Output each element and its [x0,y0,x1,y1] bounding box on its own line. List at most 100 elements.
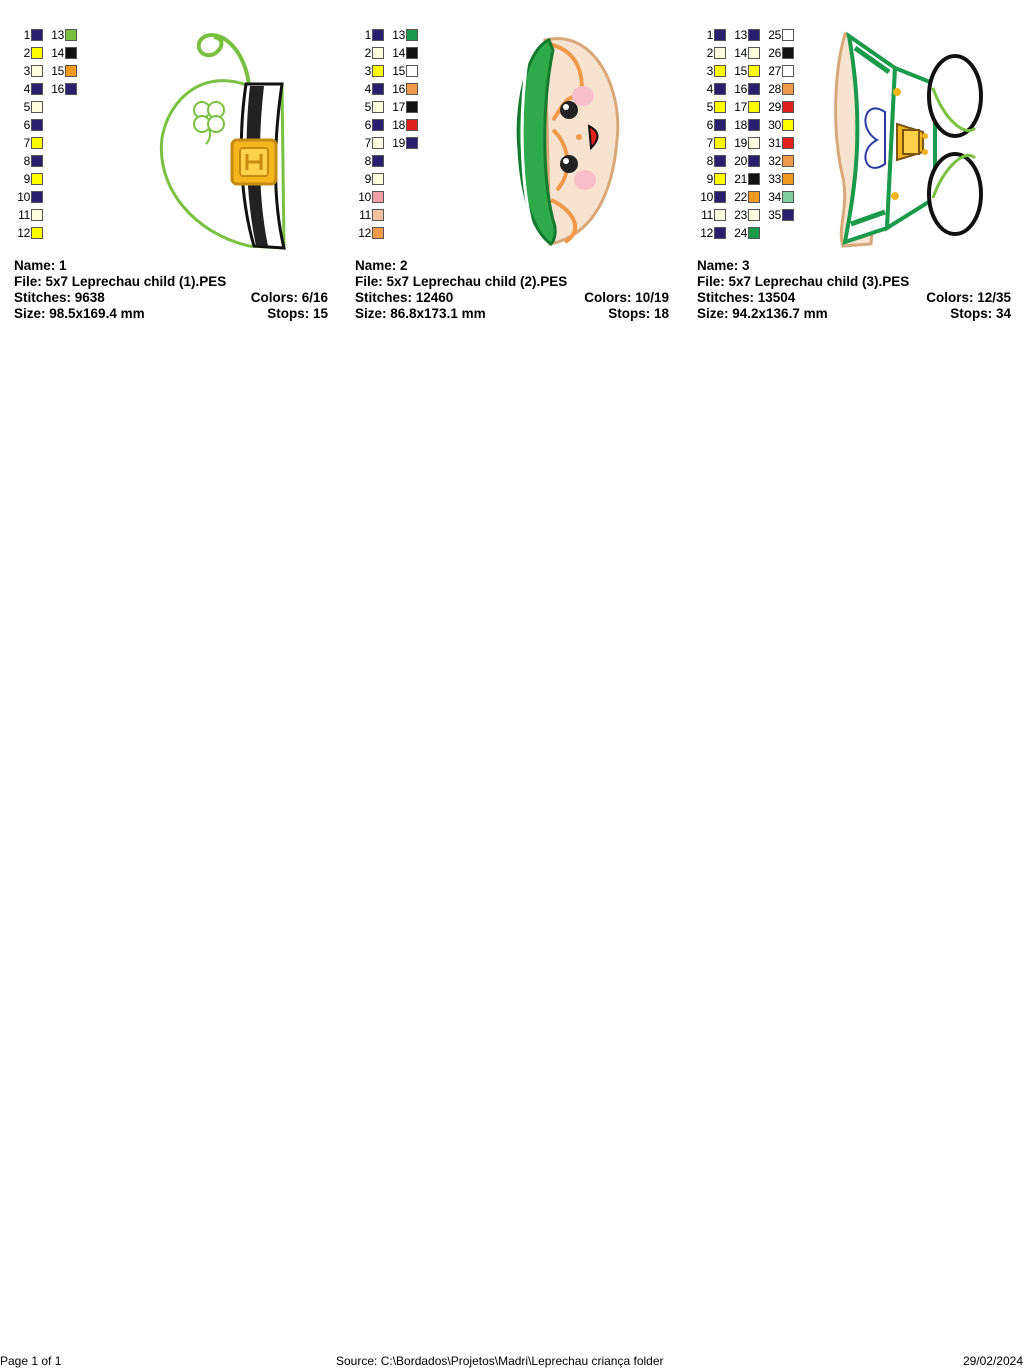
color-swatch-row: 13 [48,26,77,44]
color-number: 4 [364,82,372,96]
color-swatch [714,173,726,185]
color-swatch-row: 23 [731,206,760,224]
color-swatch [714,191,726,203]
color-swatch [372,173,384,185]
color-number: 7 [706,136,714,150]
color-number: 14 [392,46,405,60]
color-swatch [31,227,43,239]
color-number: 11 [18,208,30,222]
color-swatch-row: 31 [765,134,794,152]
color-number: 20 [734,154,747,168]
color-swatch [782,209,794,221]
color-swatch [748,155,760,167]
color-swatch-row: 12 [14,224,43,242]
color-swatch [782,101,794,113]
color-swatch [748,209,760,221]
color-swatch-row: 5 [14,98,43,116]
color-number: 14 [51,46,64,60]
design-colors: Colors: 6/16 [250,290,328,305]
leprechaun-hat-design-image [159,33,286,250]
color-number: 13 [392,28,405,42]
color-number: 9 [706,172,714,186]
color-swatch-row: 3 [355,62,384,80]
color-swatch-row: 27 [765,62,794,80]
color-number: 7 [23,136,31,150]
color-swatch [782,29,794,41]
color-swatch [782,173,794,185]
color-swatch-row: 12 [355,224,384,242]
color-swatch-row: 20 [731,152,760,170]
color-swatch-row: 8 [14,152,43,170]
color-number: 10 [700,190,713,204]
color-swatch [31,119,43,131]
color-swatch-row: 11 [355,206,384,224]
color-swatch-row: 7 [14,134,43,152]
color-swatch-row: 7 [355,134,384,152]
color-swatch-row: 17 [731,98,760,116]
color-swatch-row: 14 [731,44,760,62]
color-swatch-row: 7 [697,134,726,152]
color-swatch-row: 14 [48,44,77,62]
color-swatch [748,83,760,95]
color-swatch [782,137,794,149]
color-number: 5 [364,100,372,114]
color-number: 16 [51,82,64,96]
color-swatch [714,83,726,95]
color-number: 28 [768,82,781,96]
color-number: 1 [23,28,31,42]
color-swatch-row: 10 [697,188,726,206]
color-swatch [31,29,43,41]
color-swatch-row: 24 [731,224,760,242]
color-swatch [748,119,760,131]
color-swatch-row: 6 [355,116,384,134]
color-swatch-row: 13 [389,26,418,44]
color-swatch-row: 33 [765,170,794,188]
color-swatch [782,83,794,95]
color-swatch [406,65,418,77]
color-swatch [65,29,77,41]
design-name: Name: 2 [355,258,408,273]
color-number: 9 [23,172,31,186]
color-swatch [406,29,418,41]
color-number: 13 [734,28,747,42]
color-swatch-row: 5 [697,98,726,116]
color-number: 26 [768,46,781,60]
color-swatch [714,101,726,113]
color-swatch [31,209,43,221]
color-swatch [31,155,43,167]
color-swatch-row: 9 [14,170,43,188]
color-swatch-row: 11 [14,206,43,224]
color-swatch [372,101,384,113]
color-swatch [372,227,384,239]
design-info: Name: 1 File: 5x7 Leprechau child (1).PE… [14,258,328,322]
color-swatch-row: 6 [697,116,726,134]
color-swatch-row: 18 [389,116,418,134]
color-number: 1 [706,28,714,42]
color-swatch-row: 30 [765,116,794,134]
color-swatch [748,137,760,149]
color-swatch-row: 5 [355,98,384,116]
color-swatch-row: 34 [765,188,794,206]
color-swatch [372,47,384,59]
color-swatch-row: 15 [389,62,418,80]
design-stops: Stops: 18 [608,306,669,321]
color-swatch [372,209,384,221]
color-swatch-row: 4 [355,80,384,98]
design-colors: Colors: 12/35 [926,290,1011,305]
color-number: 31 [768,136,781,150]
design-colors: Colors: 10/19 [584,290,669,305]
design-file: File: 5x7 Leprechau child (2).PES [355,274,568,289]
design-stops: Stops: 15 [267,306,328,321]
design-stops: Stops: 34 [950,306,1011,321]
color-number: 4 [23,82,31,96]
color-number: 22 [734,190,747,204]
color-number: 11 [701,208,713,222]
color-swatch [748,65,760,77]
color-swatch [372,83,384,95]
color-swatch-row: 10 [355,188,384,206]
color-number: 17 [392,100,405,114]
